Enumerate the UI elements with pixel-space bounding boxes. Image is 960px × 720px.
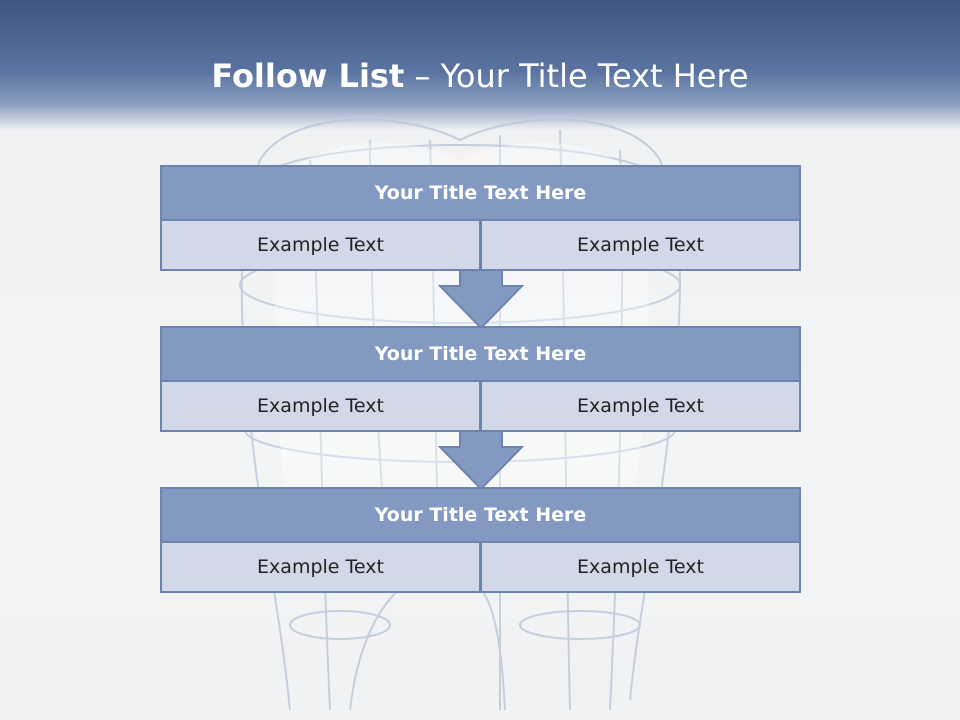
block-row: Example Text Example Text — [160, 543, 801, 593]
block-cell-right: Example Text — [481, 382, 801, 432]
block-row: Example Text Example Text — [160, 221, 801, 271]
list-block-1: Your Title Text Here Example Text Exampl… — [160, 165, 801, 271]
block-title: Your Title Text Here — [160, 326, 801, 382]
block-cell-right: Example Text — [481, 221, 801, 271]
slide-title: Follow List – Your Title Text Here — [0, 52, 960, 100]
block-cell-left: Example Text — [160, 382, 481, 432]
list-block-3: Your Title Text Here Example Text Exampl… — [160, 487, 801, 593]
slide-title-rest: – Your Title Text Here — [414, 57, 749, 95]
block-row: Example Text Example Text — [160, 382, 801, 432]
down-arrow-icon — [438, 431, 524, 491]
header-band — [0, 0, 960, 130]
list-block-2: Your Title Text Here Example Text Exampl… — [160, 326, 801, 432]
block-title: Your Title Text Here — [160, 487, 801, 543]
block-cell-left: Example Text — [160, 543, 481, 593]
slide-title-bold: Follow List — [211, 57, 405, 95]
block-cell-right: Example Text — [481, 543, 801, 593]
down-arrow-icon — [438, 270, 524, 330]
block-title: Your Title Text Here — [160, 165, 801, 221]
block-cell-left: Example Text — [160, 221, 481, 271]
